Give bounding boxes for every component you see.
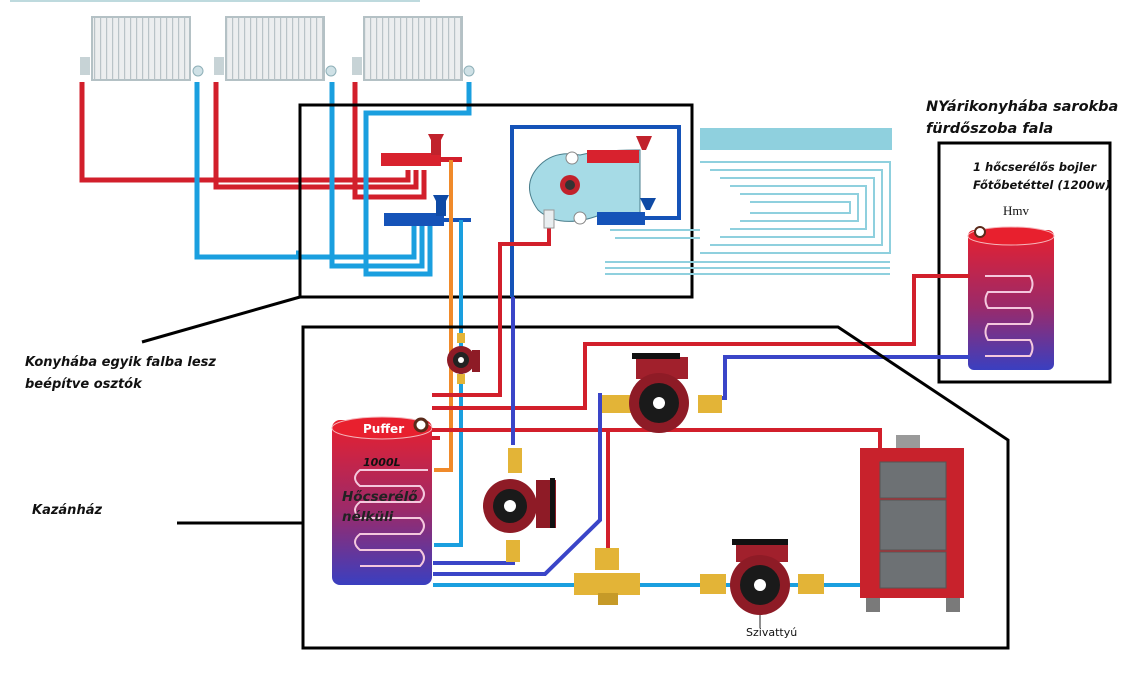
mixing-pipe — [434, 160, 453, 472]
kitchen-manifold-box — [298, 103, 694, 299]
dhw-return-pipe — [720, 355, 970, 400]
dhw-boiler-label: 1 hőcserélős bojler Főtőbetéttel (1200w) — [973, 158, 1110, 194]
pump-small — [447, 333, 480, 384]
dhw-boiler-line1: 1 hőcserélős bojler — [973, 160, 1097, 174]
kitchen-line2: beépítve osztók — [25, 377, 142, 392]
hmv-label: Hmv — [1003, 203, 1029, 218]
radiator-return-manifold — [384, 195, 471, 226]
pump-dhw — [602, 353, 722, 433]
radiator-2 — [214, 16, 337, 81]
buffer-tank — [331, 416, 433, 585]
radiator-1 — [80, 16, 204, 81]
underfloor-manifold — [498, 125, 681, 297]
buffer-volume-label: 1000L — [363, 456, 401, 469]
radiator-supply-manifold — [381, 134, 462, 166]
buffer-name-label: Puffer — [363, 422, 405, 436]
kitchen-label: Konyhába egyik falba lesz beépítve osztó… — [25, 352, 216, 396]
buffer-hx-label: Hőcserélő nélküli — [342, 487, 417, 527]
radiator-3 — [352, 16, 475, 81]
radiator-supply-pipes — [79, 82, 427, 200]
pump-boiler — [700, 539, 824, 628]
radiator-return-pipes — [194, 82, 472, 277]
dhw-box — [937, 141, 1112, 384]
summer-kitchen-label: NYárikonyhába sarokba fürdőszoba fala — [926, 96, 1118, 140]
dhw-boiler-line2: Főtőbetéttel (1200w) — [973, 178, 1111, 192]
boiler-room-outline — [301, 325, 1010, 650]
summer-kitchen-line1: NYárikonyhába sarokba — [926, 99, 1119, 115]
kitchen-pointer — [141, 295, 301, 344]
three-way-valve — [574, 548, 640, 605]
buffer-hx-line1: Hőcserélő — [342, 489, 418, 505]
solid-fuel-boiler — [860, 435, 964, 612]
boiler-room-hot-pipes — [432, 297, 882, 550]
boiler-room-label: Kazánház — [32, 503, 103, 518]
underfloor-heating-loop — [605, 128, 892, 275]
kitchen-line1: Konyhába egyik falba lesz — [25, 355, 216, 370]
pump-buffer — [483, 448, 556, 562]
dhw-supply-pipe — [583, 274, 970, 405]
dhw-tank — [967, 226, 1055, 370]
buffer-hx-line2: nélküli — [342, 509, 394, 525]
pump-label: Szivattyú — [746, 626, 798, 639]
buffer-return-blue — [434, 220, 463, 547]
summer-kitchen-line2: fürdőszoba fala — [926, 121, 1054, 137]
